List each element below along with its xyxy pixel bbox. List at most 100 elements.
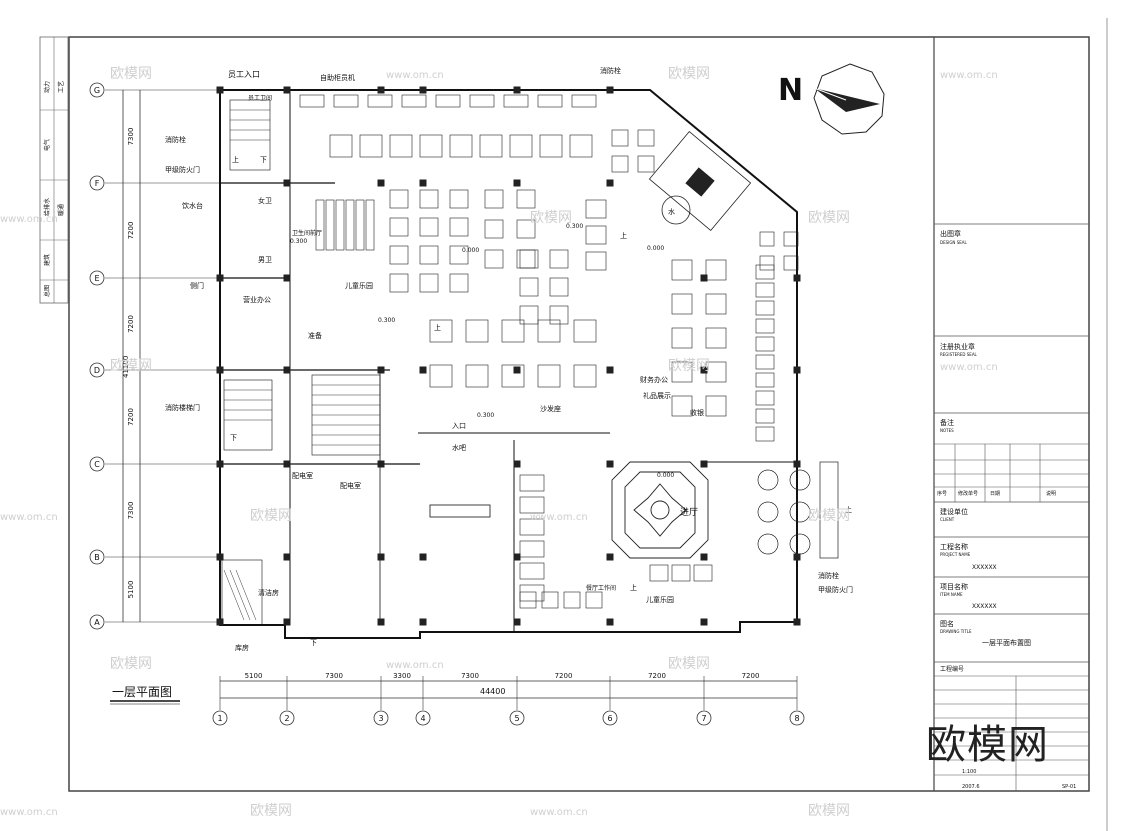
wm-6: 欧模网 bbox=[808, 210, 850, 226]
level-7: 0.000 bbox=[657, 472, 674, 479]
col-dim-label: 7200 bbox=[555, 672, 573, 680]
dining-table bbox=[705, 293, 727, 315]
label-fire-door-stair: 消防楼梯门 bbox=[165, 403, 200, 412]
col-axis-label: 8 bbox=[794, 714, 799, 723]
column-square bbox=[793, 460, 801, 468]
dining-table bbox=[671, 327, 693, 349]
column-square bbox=[377, 460, 385, 468]
axis-grid bbox=[122, 90, 797, 699]
col-axis-label: 3 bbox=[378, 714, 383, 723]
label-hand-wash: 卫生间前厅 bbox=[292, 229, 322, 237]
total-height-dim: 41100 bbox=[122, 356, 130, 378]
wm-3: 欧模网 bbox=[668, 66, 710, 82]
dining-table bbox=[299, 94, 325, 108]
level-marks: 0.000 0.300 0.300 0.300 0.000 0.300 0.00… bbox=[290, 223, 674, 479]
item-name-label: 项目名称 bbox=[940, 582, 968, 591]
column-square bbox=[700, 366, 708, 374]
col-axis-label: 5 bbox=[514, 714, 519, 723]
dining-table bbox=[315, 199, 325, 251]
label-hydrant-left: 消防栓 bbox=[165, 135, 186, 144]
drawing-name-label: 图名 bbox=[940, 619, 954, 628]
wm-2: www.om.cn bbox=[386, 70, 444, 81]
wm-10: 欧模网 bbox=[250, 508, 292, 524]
col-dim-label: 7300 bbox=[461, 672, 479, 680]
wm-9: www.om.cn bbox=[940, 362, 998, 373]
project-name-value: XXXXXX bbox=[972, 564, 997, 571]
project-no-label: 工程编号 bbox=[940, 665, 964, 673]
dining-table bbox=[671, 259, 693, 281]
dining-table bbox=[389, 245, 409, 265]
dining-table bbox=[539, 134, 563, 158]
dining-table bbox=[367, 94, 393, 108]
notes-label: 备注 bbox=[940, 418, 954, 427]
dining-tables bbox=[299, 94, 799, 609]
wm-21: www.om.cn bbox=[0, 214, 58, 225]
label-entrance: 入口 bbox=[452, 422, 466, 430]
label-cleaning: 清洁房 bbox=[258, 588, 279, 597]
dining-table bbox=[449, 189, 469, 209]
column-square bbox=[377, 618, 385, 626]
structural-columns bbox=[216, 86, 801, 626]
dining-table bbox=[479, 134, 503, 158]
label-cashier: 收银 bbox=[690, 408, 704, 417]
column-square bbox=[419, 86, 427, 94]
wm-7: 欧模网 bbox=[110, 358, 152, 374]
column-square bbox=[513, 179, 521, 187]
strip-label-process: 工艺 bbox=[57, 81, 65, 93]
discipline-strip: 动力 工艺 电气 给排水 暖通 建筑 总图 bbox=[39, 36, 69, 304]
brand-watermark: 欧模网 bbox=[926, 722, 1049, 768]
wm-18: www.om.cn bbox=[530, 807, 588, 818]
rev-col-no: 序号 bbox=[937, 490, 947, 497]
level-3: 0.300 bbox=[290, 238, 307, 245]
level-4: 0.300 bbox=[378, 317, 395, 324]
dining-table bbox=[541, 591, 559, 609]
label-dining-hall: 进厅 bbox=[680, 507, 698, 518]
dining-table bbox=[549, 249, 569, 269]
label-staff-wc: 员工卫间 bbox=[248, 94, 272, 102]
strip-label-arch: 建筑 bbox=[43, 254, 51, 266]
dining-table bbox=[759, 255, 775, 271]
dining-table bbox=[419, 189, 439, 209]
dining-table bbox=[389, 134, 413, 158]
dining-table bbox=[503, 94, 529, 108]
wm-16: 欧模网 bbox=[668, 656, 710, 672]
column-square bbox=[606, 460, 614, 468]
row-axis-label: E bbox=[94, 274, 99, 283]
label-electric-room: 配电室 bbox=[340, 481, 361, 490]
dining-table bbox=[783, 255, 799, 271]
north-label: N bbox=[778, 73, 803, 108]
wm-12: 欧模网 bbox=[808, 508, 850, 524]
label-storage: 自助柜员机 bbox=[320, 73, 355, 82]
rev-col-date: 日期 bbox=[990, 491, 1000, 497]
dining-table bbox=[549, 305, 569, 325]
dining-table bbox=[509, 134, 533, 158]
column-square bbox=[793, 553, 801, 561]
wm-11: www.om.cn bbox=[530, 512, 588, 523]
client-label: 建设单位 bbox=[940, 507, 968, 516]
dining-table bbox=[671, 395, 693, 417]
dining-table bbox=[755, 282, 775, 298]
label-down-1: 下 bbox=[260, 156, 267, 164]
dining-table bbox=[484, 219, 504, 239]
dining-table bbox=[549, 277, 569, 297]
column-square bbox=[513, 460, 521, 468]
plan-title: 一层平面图 44400 41100 bbox=[110, 356, 505, 705]
row-dim-label: 7200 bbox=[127, 222, 135, 240]
label-up-2: 上 bbox=[434, 323, 441, 332]
column-square bbox=[377, 179, 385, 187]
reg-seal-en: REGISTERED SEAL bbox=[940, 352, 978, 357]
label-business-office: 财务办公 bbox=[640, 375, 668, 384]
label-kids-room: 儿童乐园 bbox=[646, 595, 674, 604]
dining-table bbox=[569, 134, 593, 158]
building-outline bbox=[219, 89, 798, 639]
dining-table bbox=[449, 134, 473, 158]
label-up-1: 上 bbox=[232, 155, 239, 164]
wm-14: 欧模网 bbox=[110, 656, 152, 672]
col-axis-label: 1 bbox=[217, 714, 222, 723]
column-square bbox=[216, 553, 224, 561]
label-water: 水 bbox=[668, 207, 675, 216]
dining-table bbox=[519, 540, 545, 558]
wm-4: www.om.cn bbox=[940, 70, 998, 81]
dining-table bbox=[359, 134, 383, 158]
